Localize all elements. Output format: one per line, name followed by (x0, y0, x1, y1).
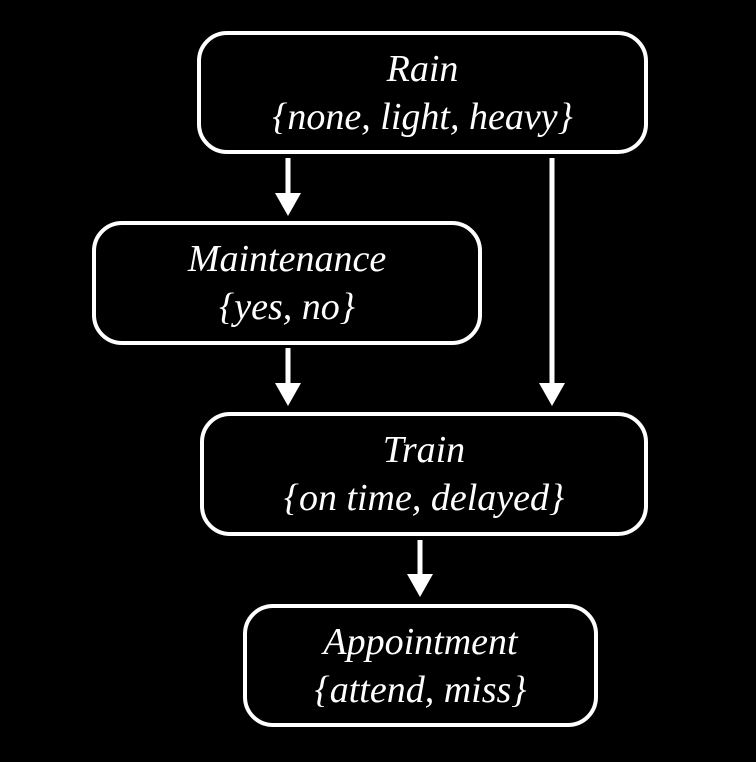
node-train: Train {on time, delayed} (200, 412, 648, 536)
edge-rain-to-train (539, 158, 565, 406)
node-maintenance-values: {yes, no} (219, 286, 355, 328)
node-appointment: Appointment {attend, miss} (243, 604, 598, 727)
node-train-label: Train (382, 429, 466, 471)
node-maintenance: Maintenance {yes, no} (92, 221, 482, 345)
node-appointment-values: {attend, miss} (314, 668, 527, 711)
node-rain-values: {none, light, heavy} (272, 95, 573, 138)
edge-train-to-appointment (407, 540, 433, 597)
node-train-values: {on time, delayed} (283, 477, 565, 519)
edge-maintenance-to-train (275, 348, 301, 406)
edge-rain-to-maintenance (275, 158, 301, 216)
node-appointment-label: Appointment (323, 620, 518, 663)
node-rain: Rain {none, light, heavy} (197, 31, 648, 154)
node-rain-label: Rain (386, 47, 459, 90)
node-maintenance-label: Maintenance (187, 238, 387, 280)
